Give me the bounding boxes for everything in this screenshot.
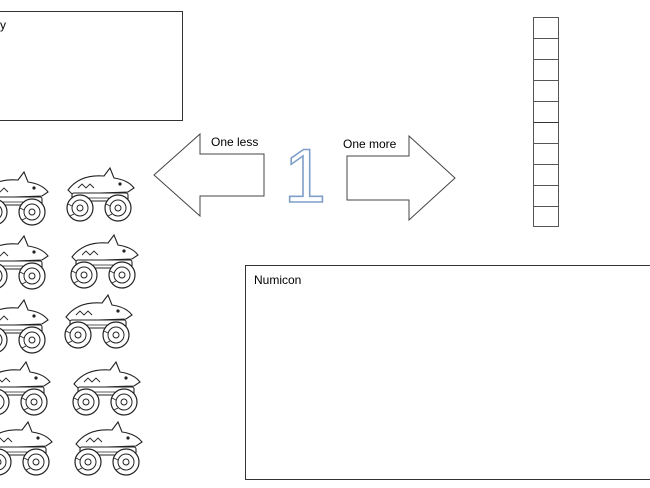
ten-frame-cell [533, 59, 559, 80]
ten-frame-cell [533, 101, 559, 122]
ten-frame-cell [533, 80, 559, 101]
ten-frame-cell [533, 164, 559, 185]
monster-truck-icon [0, 361, 51, 416]
ten-frame [533, 17, 559, 227]
monster-truck-icon [64, 294, 133, 349]
monster-truck-icon [0, 171, 49, 226]
monster-truck-icon [66, 167, 135, 222]
ten-frame-cell [533, 17, 559, 38]
ten-frame-cell [533, 122, 559, 143]
monster-truck-icon [0, 235, 49, 290]
monster-truck-icon [74, 421, 143, 476]
monster-truck-icon [70, 234, 139, 289]
ten-frame-cell [533, 143, 559, 164]
one-less-label: One less [211, 135, 259, 149]
number-glyph: 1 [284, 134, 326, 219]
monster-truck-icon [0, 421, 53, 476]
monster-truck-icon [72, 361, 141, 416]
monster-truck-icon [0, 299, 49, 354]
one-more-label: One more [343, 137, 397, 151]
numicon-label: Numicon [254, 273, 302, 287]
numicon-box: Numicon [245, 265, 650, 480]
ten-frame-cell [533, 38, 559, 59]
top-writing-box: y [0, 11, 183, 121]
one-more-arrow [346, 134, 456, 222]
big-number: 1 [283, 133, 327, 220]
top-box-label: y [0, 18, 6, 32]
ten-frame-cell [533, 206, 559, 227]
ten-frame-cell [533, 185, 559, 206]
one-less-arrow [153, 132, 265, 218]
